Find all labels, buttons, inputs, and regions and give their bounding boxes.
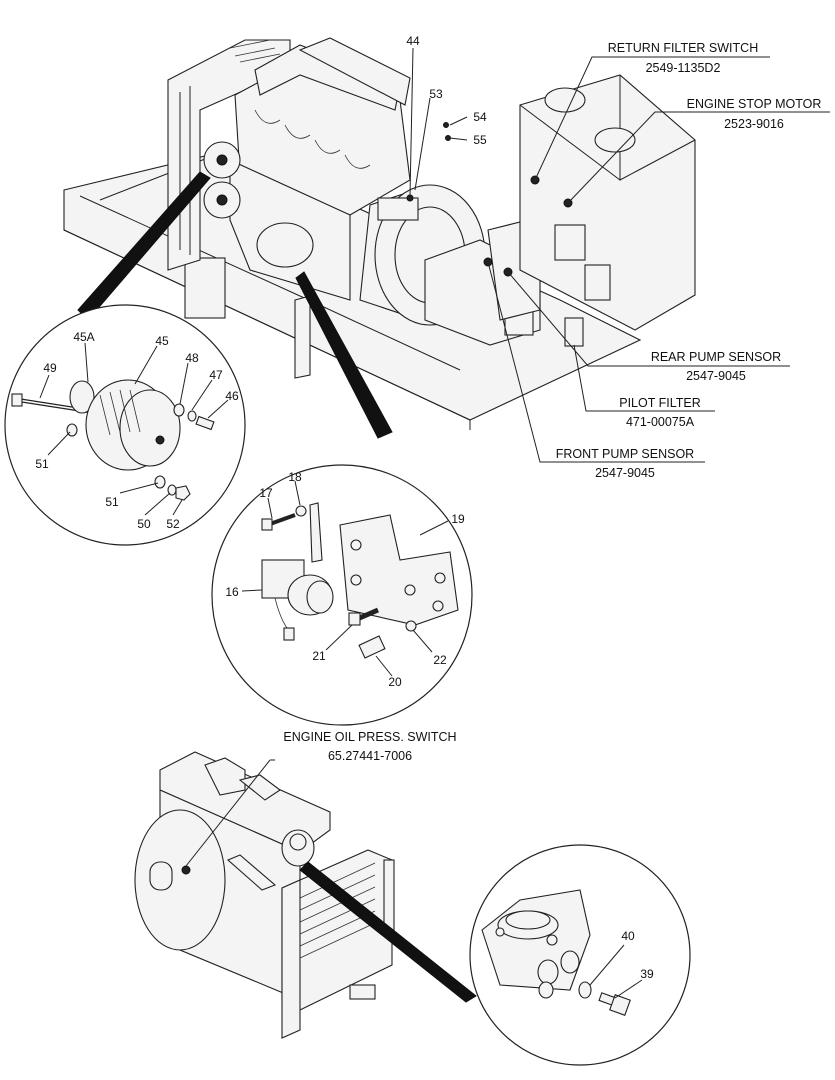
- item-17: 17: [259, 486, 273, 500]
- callout-part-number: 2547-9045: [595, 466, 655, 480]
- item-55: 55: [473, 133, 487, 147]
- detail-alternator: [4, 304, 246, 546]
- item-52: 52: [166, 517, 180, 531]
- callout-front-pump-sensor: FRONT PUMP SENSOR 2547-9045: [556, 447, 694, 480]
- item-48: 48: [185, 351, 199, 365]
- item-16: 16: [225, 585, 239, 599]
- item-20: 20: [388, 675, 402, 689]
- item-45: 45: [155, 334, 169, 348]
- callout-return-filter-switch: RETURN FILTER SWITCH 2549-1135D2: [608, 41, 758, 75]
- callout-name: ENGINE OIL PRESS. SWITCH: [283, 730, 456, 744]
- item-22: 22: [433, 653, 447, 667]
- callout-rear-pump-sensor: REAR PUMP SENSOR 2547-9045: [651, 350, 781, 383]
- item-21: 21: [312, 649, 326, 663]
- callout-engine-oil-press-switch: ENGINE OIL PRESS. SWITCH 65.27441-7006: [283, 730, 456, 763]
- alternator-small: [203, 141, 241, 219]
- callout-part-number: 2523-9016: [724, 117, 784, 131]
- detail-oil-switch: [469, 844, 691, 1066]
- item-46: 46: [225, 389, 239, 403]
- item-53: 53: [429, 87, 443, 101]
- engine-block: [229, 37, 411, 301]
- item-51-top: 51: [35, 457, 49, 471]
- callout-name: ENGINE STOP MOTOR: [687, 97, 822, 111]
- callout-part-number: 65.27441-7006: [328, 749, 412, 763]
- detail-solenoid: [211, 464, 473, 726]
- item-50: 50: [137, 517, 151, 531]
- item-45a: 45A: [73, 330, 94, 344]
- callout-part-number: 471-00075A: [626, 415, 695, 429]
- callout-part-number: 2549-1135D2: [646, 61, 721, 75]
- item-47: 47: [209, 368, 223, 382]
- item-49: 49: [43, 361, 57, 375]
- item-18: 18: [288, 470, 302, 484]
- callout-pilot-filter: PILOT FILTER 471-00075A: [619, 396, 701, 429]
- item-19: 19: [451, 512, 465, 526]
- callout-name: RETURN FILTER SWITCH: [608, 41, 758, 55]
- item-40: 40: [621, 929, 635, 943]
- callout-name: PILOT FILTER: [619, 396, 701, 410]
- item-51-bottom: 51: [105, 495, 119, 509]
- top-leaders: [409, 47, 830, 463]
- item-44: 44: [406, 34, 420, 48]
- item-54: 54: [473, 110, 487, 124]
- callout-engine-stop-motor: ENGINE STOP MOTOR 2523-9016: [687, 97, 822, 131]
- bottom-engine: [134, 751, 477, 1039]
- callout-name: FRONT PUMP SENSOR: [556, 447, 694, 461]
- callout-part-number: 2547-9045: [686, 369, 746, 383]
- pump-assembly: [424, 221, 541, 346]
- callout-name: REAR PUMP SENSOR: [651, 350, 781, 364]
- item-39: 39: [640, 967, 654, 981]
- item-numbers: 44 53 54 55 45A 45 48 49 47 46 51 51 50 …: [35, 34, 654, 981]
- hydraulic-tank: [519, 74, 696, 347]
